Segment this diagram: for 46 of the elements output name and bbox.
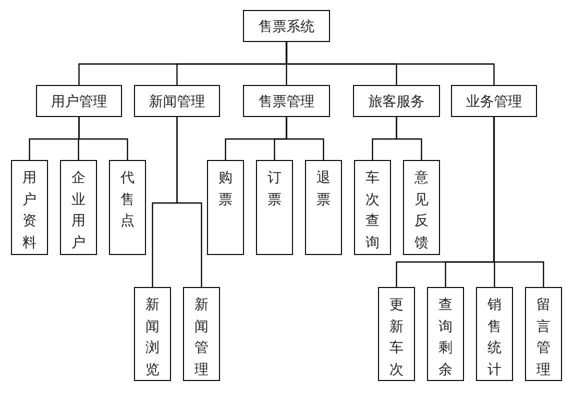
module-box bbox=[451, 85, 537, 117]
module-label: 企业用户 bbox=[72, 168, 86, 252]
connector-line bbox=[396, 117, 422, 160]
module-box bbox=[525, 287, 562, 381]
connector-line bbox=[493, 117, 544, 287]
module-box bbox=[243, 85, 330, 117]
module-label: 业务管理 bbox=[466, 92, 522, 110]
module-box bbox=[183, 287, 220, 381]
module-label: 销售统计 bbox=[488, 295, 502, 380]
connector-line bbox=[78, 117, 128, 160]
module-box bbox=[134, 85, 220, 117]
connector-line bbox=[286, 117, 324, 160]
module-box bbox=[36, 85, 122, 117]
connector-line bbox=[286, 42, 495, 85]
module-label: 更新车次 bbox=[390, 295, 404, 380]
connector-line bbox=[176, 117, 202, 287]
module-label: 代售点 bbox=[120, 168, 134, 230]
module-label: 用户资料 bbox=[22, 168, 36, 252]
module-box bbox=[243, 10, 330, 42]
module-label: 查询剩余 bbox=[438, 295, 452, 380]
module-box bbox=[427, 287, 464, 381]
module-label: 旅客服务 bbox=[368, 92, 424, 110]
module-box bbox=[476, 287, 513, 381]
module-label: 售票系统 bbox=[258, 16, 314, 36]
module-box bbox=[403, 160, 440, 255]
module-box bbox=[353, 85, 440, 117]
module-box bbox=[207, 160, 244, 255]
module-label: 售票管理 bbox=[258, 92, 314, 110]
module-label: 订票 bbox=[268, 168, 282, 209]
module-label: 购票 bbox=[218, 168, 232, 209]
module-box bbox=[11, 160, 48, 255]
module-box bbox=[354, 160, 391, 255]
module-box bbox=[134, 287, 171, 381]
module-box bbox=[305, 160, 342, 255]
module-label: 新闻管理 bbox=[149, 92, 205, 110]
module-label: 留言管理 bbox=[536, 295, 550, 380]
module-label: 退票 bbox=[316, 168, 330, 209]
module-label: 用户管理 bbox=[51, 92, 107, 110]
module-box bbox=[60, 160, 97, 255]
module-label: 车次查询 bbox=[366, 168, 380, 252]
module-box bbox=[256, 160, 293, 255]
module-box bbox=[378, 287, 415, 381]
module-label: 新闻管理 bbox=[194, 295, 208, 380]
module-label: 新闻浏览 bbox=[146, 295, 160, 380]
module-box bbox=[109, 160, 146, 255]
module-label: 意见反馈 bbox=[414, 168, 428, 252]
